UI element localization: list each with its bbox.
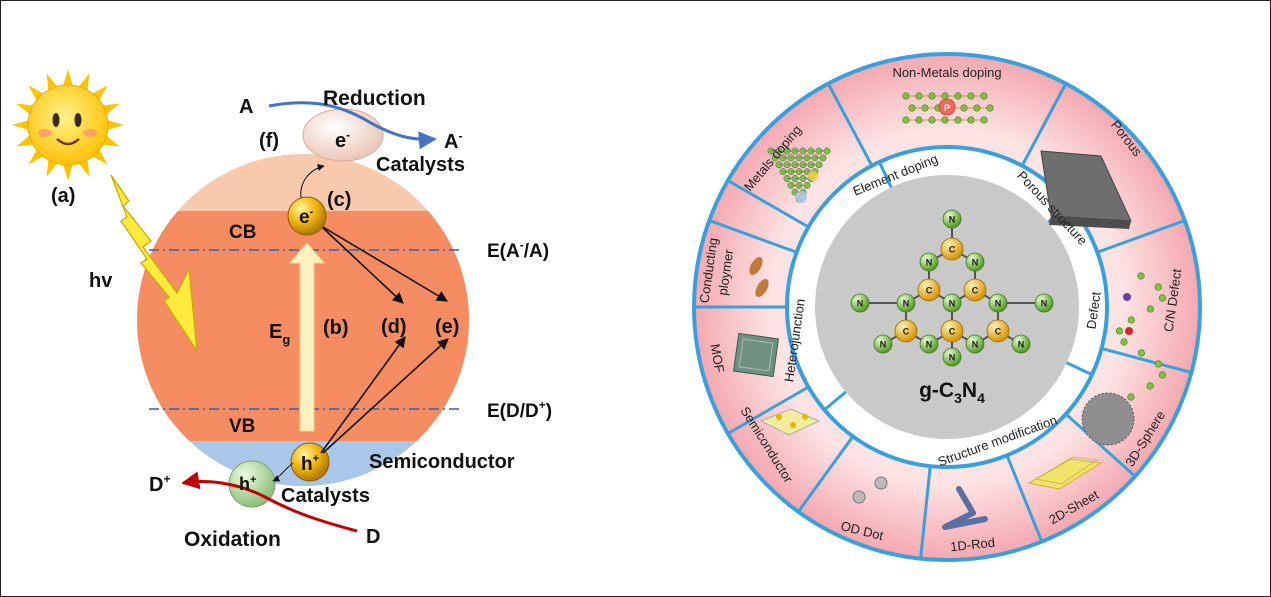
atom-n-label: N bbox=[972, 340, 979, 350]
hole-ball bbox=[290, 442, 330, 482]
mof-illustration bbox=[732, 332, 780, 378]
outer-ring-segment-dividers bbox=[694, 82, 1192, 559]
outer-label-mof: MOF bbox=[708, 343, 728, 374]
2d-sheet-illustration bbox=[1027, 456, 1103, 490]
arrow-hole-to-catalyst bbox=[272, 462, 294, 482]
label-semiconductor: Semiconductor bbox=[369, 451, 515, 473]
atom-c-label: C bbox=[995, 327, 1002, 337]
atom-c-label: C bbox=[972, 286, 979, 296]
label-a: (a) bbox=[51, 185, 75, 207]
reduction-arrow bbox=[268, 101, 437, 150]
label-donor-oxidized: D+ bbox=[149, 472, 170, 496]
atom-n-label: N bbox=[926, 258, 933, 268]
dopant-p-label: P bbox=[944, 103, 950, 113]
outer-label-non-metals-doping: Non-Metals doping bbox=[892, 65, 1001, 80]
label-b: (b) bbox=[323, 317, 349, 339]
3d-sphere-illustration bbox=[1081, 392, 1135, 446]
catalyst-electron-label: e- bbox=[335, 128, 350, 152]
hole-label: h+ bbox=[301, 453, 319, 475]
label-donor: D bbox=[366, 526, 380, 548]
atom-n-label: N bbox=[1041, 299, 1048, 309]
electron-ball bbox=[287, 196, 327, 236]
atom-n-label: N bbox=[903, 299, 910, 309]
atom-c-label: C bbox=[949, 327, 956, 337]
0d-dot-illustration bbox=[852, 476, 888, 504]
oxidation-arrow bbox=[181, 471, 358, 533]
label-c: (c) bbox=[327, 189, 351, 211]
arrow-electron-to-catalyst bbox=[300, 164, 325, 199]
label-eg: Eg bbox=[269, 321, 290, 347]
label-acceptor-reduced: A- bbox=[444, 129, 462, 153]
1d-rod-illustration bbox=[942, 486, 988, 530]
catalyst-hole-label: h+ bbox=[239, 474, 256, 494]
atom-n-label: N bbox=[972, 258, 979, 268]
photocatalysis-diagram: (a) hv A Reduction (f) e- A- Catalysts (… bbox=[12, 69, 552, 551]
label-donor-level: E(D/D+) bbox=[487, 398, 552, 422]
atom-n-label: N bbox=[949, 353, 956, 363]
label-acceptor-level: E(A-/A) bbox=[487, 238, 549, 262]
arrow-electron-to-e bbox=[322, 226, 448, 302]
sun-icon bbox=[12, 69, 124, 181]
outer-label-ploymer: ploymer bbox=[715, 248, 736, 297]
conducting-polymer-illustration bbox=[749, 256, 769, 298]
center-title: g-C3N4 bbox=[919, 379, 985, 406]
inner-label-defect: Defect bbox=[1084, 290, 1104, 330]
label-cb: CB bbox=[229, 222, 256, 243]
g-c3n4-modification-wheel: P bbox=[692, 52, 1202, 562]
label-f: (f) bbox=[259, 130, 279, 152]
label-catalysts-top: Catalysts bbox=[376, 154, 465, 176]
label-hv: hv bbox=[89, 270, 113, 292]
arrow-hole-to-e bbox=[322, 338, 449, 454]
metals-doping-illustration bbox=[767, 147, 831, 203]
outer-label-1d-rod: 1D-Rod bbox=[949, 535, 995, 555]
atom-n-label: N bbox=[926, 340, 933, 350]
semiconductor-illustration bbox=[759, 408, 821, 436]
arrow-hole-to-d bbox=[320, 336, 406, 454]
label-vb: VB bbox=[229, 416, 255, 437]
porous-illustration bbox=[1040, 150, 1132, 229]
atom-c-label: C bbox=[949, 245, 956, 255]
atom-c-label: C bbox=[903, 327, 910, 337]
atom-n-label: N bbox=[880, 340, 887, 350]
electron-label: e- bbox=[299, 206, 314, 228]
lightning-icon bbox=[110, 174, 198, 352]
arrow-electron-to-d bbox=[322, 227, 404, 304]
atom-n-label: N bbox=[1018, 340, 1025, 350]
label-reduction: Reduction bbox=[323, 87, 426, 110]
band-gap-arrow bbox=[288, 242, 326, 432]
non-metals-doping-illustration: P bbox=[902, 92, 994, 124]
atom-n-label: N bbox=[949, 215, 956, 225]
label-acceptor: A bbox=[239, 96, 253, 118]
atom-n-label: N bbox=[857, 299, 864, 309]
g-c3n4-molecule: N C N N C C N N N C N C N N N C N N N bbox=[850, 209, 1054, 367]
label-oxidation: Oxidation bbox=[184, 528, 281, 551]
label-e: (e) bbox=[435, 316, 459, 338]
atom-n-label: N bbox=[995, 299, 1002, 309]
label-catalysts-bottom: Catalysts bbox=[281, 485, 370, 507]
cn-defect-illustration bbox=[1115, 272, 1167, 401]
atom-n-label: N bbox=[949, 299, 956, 309]
atom-c-label: C bbox=[926, 286, 933, 296]
label-d: (d) bbox=[381, 316, 407, 338]
